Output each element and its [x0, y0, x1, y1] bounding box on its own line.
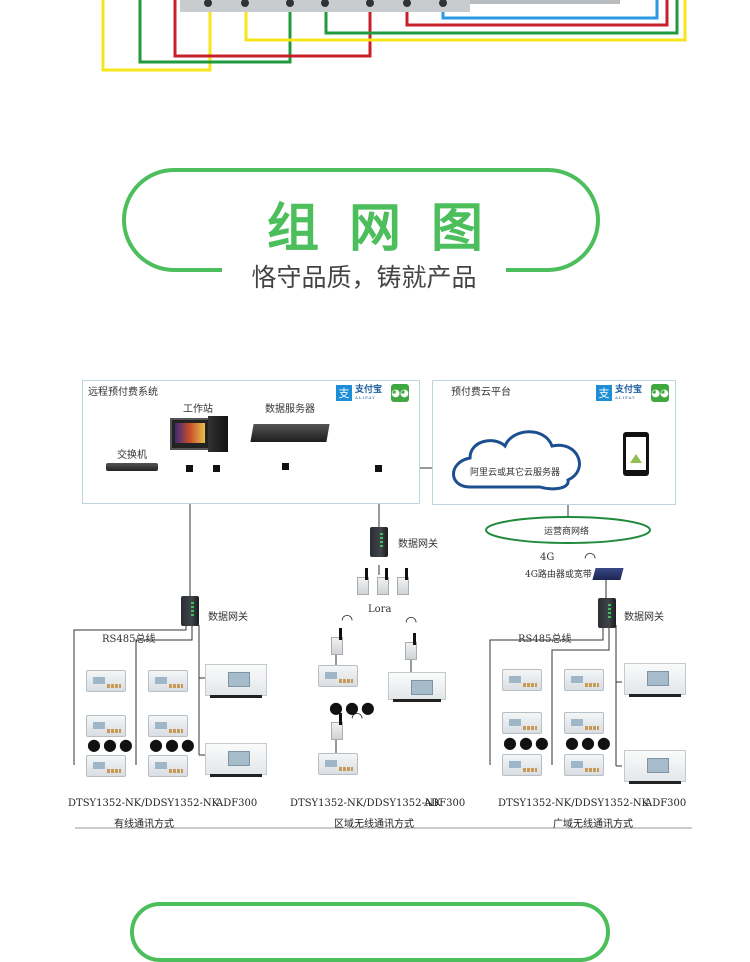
rs485-bus-label: RS485总线	[102, 634, 156, 645]
terminal-screws	[204, 0, 447, 7]
adf-model-label: ADF300	[645, 798, 687, 809]
energy-meter	[148, 670, 188, 692]
wire-red-2	[405, 0, 669, 27]
energy-meter	[318, 665, 358, 687]
router-label: 4G路由器或宽带	[525, 570, 592, 580]
mobile-phone-icon	[623, 432, 649, 476]
adf-model-label: ADF300	[424, 798, 466, 809]
data-gateway-icon	[370, 527, 388, 557]
data-server-icon	[250, 424, 330, 442]
bus-node	[186, 465, 193, 472]
wire-yellow-1	[101, 0, 212, 72]
workstation-monitor-icon	[170, 418, 210, 450]
lora-module-icon	[357, 568, 369, 595]
wired-communication-caption: 有线通讯方式	[114, 819, 174, 830]
lora-module-icon	[405, 633, 417, 660]
data-server-label: 数据服务器	[265, 404, 315, 415]
energy-meter	[86, 670, 126, 692]
lora-module-icon	[397, 568, 409, 595]
meter-model-label: DTSY1352-NK/DDSY1352-NK	[498, 798, 650, 809]
workstation-tower-icon	[208, 416, 228, 452]
carrier-network-label: 运营商网络	[544, 527, 590, 537]
energy-meter	[148, 755, 188, 777]
bus-node	[375, 465, 382, 472]
remote-prepaid-system-panel	[82, 380, 420, 504]
more-meters-ellipsis: ●●●	[565, 733, 613, 752]
lora-module-icon	[331, 628, 343, 655]
meter-model-label: DTSY1352-NK/DDSY1352-NK	[290, 798, 442, 809]
regional-wireless-caption: 区域无线通讯方式	[334, 819, 414, 830]
terminal-block-extension	[470, 0, 620, 4]
adf300-meter	[388, 672, 446, 702]
energy-meter	[502, 754, 542, 776]
lora-module-icon	[331, 713, 343, 740]
more-meters-ellipsis: ●●●	[149, 735, 197, 754]
wire-blue	[441, 0, 659, 20]
wifi-signal-icon: ◠	[351, 710, 364, 726]
alipay-icon: 支	[336, 385, 352, 401]
adf300-meter	[624, 750, 686, 784]
adf300-meter	[205, 664, 267, 698]
cloud-server-label: 阿里云或其它云服务器	[470, 468, 561, 478]
energy-meter	[564, 712, 604, 734]
adf300-meter	[205, 743, 267, 777]
wire-green-1	[138, 0, 292, 64]
alipay-icon: 支	[596, 385, 612, 401]
energy-meter	[564, 669, 604, 691]
lora-label: Lora	[368, 604, 392, 615]
energy-meter	[86, 715, 126, 737]
bus-node	[213, 465, 220, 472]
wifi-signal-icon: ◠	[584, 550, 597, 566]
wiring-diagram-fragment	[101, 0, 687, 72]
more-meters-ellipsis: ●●●	[87, 735, 135, 754]
cloud-platform-title: 预付费云平台	[451, 387, 511, 398]
more-meters-ellipsis: ●●●	[329, 698, 377, 717]
4g-label: 4G	[540, 552, 555, 563]
data-gateway-label: 数据网关	[624, 612, 664, 623]
energy-meter	[564, 754, 604, 776]
adf-model-label: ADF300	[216, 798, 258, 809]
workstation-label: 工作站	[183, 404, 213, 415]
data-gateway-label: 数据网关	[208, 612, 248, 623]
wifi-signal-icon: ◠	[405, 614, 418, 630]
4g-router-icon	[592, 568, 624, 580]
data-gateway-icon	[598, 598, 616, 628]
data-gateway-label: 数据网关	[398, 539, 438, 550]
lora-module-icon	[377, 568, 389, 595]
energy-meter	[502, 669, 542, 691]
wide-area-wireless-caption: 广域无线通讯方式	[553, 819, 633, 830]
energy-meter	[502, 712, 542, 734]
adf300-meter	[624, 663, 686, 697]
wechat-icon: ◕◕	[651, 384, 670, 402]
bus-node	[282, 463, 289, 470]
wire-green-2	[324, 0, 679, 35]
section-subtitle: 恪守品质，铸就产品	[222, 258, 506, 294]
wechat-icon: ◕◕	[391, 384, 410, 402]
next-section-header-frame	[130, 902, 610, 962]
meter-model-label: DTSY1352-NK/DDSY1352-NK	[68, 798, 220, 809]
energy-meter	[318, 753, 358, 775]
more-meters-ellipsis: ●●●	[503, 733, 551, 752]
wifi-signal-icon: ◠	[341, 612, 354, 628]
wire-yellow-2	[244, 0, 687, 42]
remote-system-title: 远程预付费系统	[88, 387, 158, 398]
switch-label: 交换机	[117, 450, 147, 461]
data-gateway-icon	[181, 596, 199, 626]
rs485-bus-label: RS485总线	[518, 634, 572, 645]
energy-meter	[86, 755, 126, 777]
energy-meter	[148, 715, 188, 737]
section-title: 组网图	[266, 199, 513, 259]
network-switch-icon	[106, 463, 158, 471]
